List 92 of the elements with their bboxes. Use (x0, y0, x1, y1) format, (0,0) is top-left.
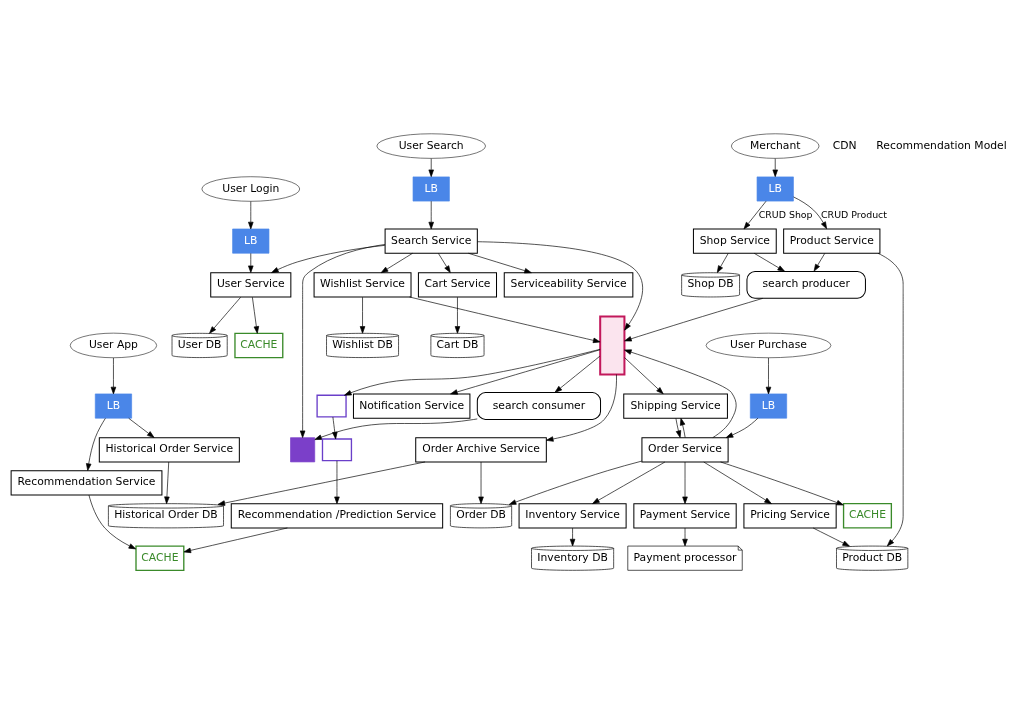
node-box (599, 315, 626, 376)
arrow (409, 296, 601, 344)
arrow (743, 200, 767, 230)
arrow (478, 461, 484, 504)
node-box: Recommendation Service (10, 470, 163, 496)
node-ellipse: User Search (376, 133, 486, 159)
arrow (554, 355, 601, 393)
node-box: CACHE (135, 545, 185, 571)
node-box: LB (232, 228, 270, 254)
arrow (252, 296, 260, 334)
node-box: Product Service (783, 228, 881, 254)
node-box (316, 394, 347, 418)
arrow (86, 417, 106, 471)
arrow (450, 349, 601, 395)
arrow (128, 417, 155, 438)
arrow (772, 158, 778, 177)
arrow (703, 461, 772, 504)
arrow (624, 357, 664, 395)
node-box: Inventory Service (518, 503, 627, 529)
label: CDN (832, 138, 857, 152)
arrow (725, 417, 759, 438)
node-box: Shipping Service (623, 393, 728, 419)
arrow (183, 527, 288, 554)
node-box: Search Service (384, 228, 478, 254)
arrow (813, 253, 826, 272)
arrow (624, 349, 737, 438)
node-box: Wishlist Service (313, 272, 412, 298)
arrow (332, 416, 338, 440)
node-box: Notification Service (352, 393, 471, 419)
arrow (793, 196, 827, 230)
arrow (508, 460, 643, 505)
edge-label: CRUD Shop (758, 208, 813, 220)
node-ellipse: Merchant (731, 133, 820, 159)
node-ellipse: User Login (201, 176, 301, 202)
arrow (682, 527, 688, 547)
node-box: Serviceability Service (503, 272, 634, 298)
arrow (334, 460, 340, 504)
arrow (624, 298, 764, 342)
arrow (716, 253, 729, 273)
arrow (765, 357, 772, 395)
node-box: Cart Service (417, 272, 498, 298)
arrow (248, 201, 254, 230)
node-box: Order Archive Service (415, 437, 547, 463)
arrow (428, 158, 434, 177)
arrow (546, 374, 617, 442)
arrow (468, 252, 532, 274)
node-box: Recommendation /Prediction Service (230, 503, 444, 529)
node-box: LB (94, 393, 132, 419)
arrow (380, 252, 413, 274)
arrow (438, 253, 451, 273)
node-box: Shop Service (692, 228, 777, 254)
node-ellipse: User Purchase (705, 332, 832, 359)
arrow (675, 417, 682, 438)
node-box: CACHE (234, 332, 284, 359)
node-box: CACHE (842, 503, 893, 529)
arrow (477, 241, 643, 331)
arrow (877, 252, 904, 547)
arrow (720, 461, 844, 506)
arrow (753, 252, 785, 272)
node-box: search consumer (476, 392, 602, 420)
arrow (359, 296, 366, 334)
node-box: Order Service (641, 437, 729, 463)
arrow (812, 527, 850, 547)
arrow (680, 417, 686, 438)
label: Recommendation Model (876, 138, 1007, 152)
arrow (164, 461, 170, 504)
node-box: Historical Order Service (98, 437, 240, 463)
node-box: User Service (210, 272, 292, 298)
arrow (248, 253, 254, 273)
arrow (454, 296, 461, 334)
arrow (314, 418, 478, 440)
node-box: Pricing Service (743, 503, 837, 529)
node-box (321, 438, 353, 462)
node-box: LB (756, 176, 794, 202)
arrow (217, 461, 426, 506)
edge-label: CRUD Product (821, 208, 887, 220)
arrow (428, 200, 434, 230)
arrow (344, 348, 601, 396)
arrow (682, 461, 688, 504)
node-box: LB (750, 393, 787, 419)
node-box (290, 437, 316, 463)
arrow (592, 461, 666, 504)
arrow (569, 527, 576, 547)
arrow (88, 494, 137, 550)
arrow (110, 357, 117, 395)
arrow (209, 296, 241, 334)
node-box: search producer (746, 270, 866, 299)
node-ellipse: User App (69, 332, 157, 359)
node-box: Payment Service (633, 503, 737, 529)
arrow (271, 245, 386, 273)
arrow (299, 244, 386, 438)
node-box: LB (412, 176, 450, 202)
